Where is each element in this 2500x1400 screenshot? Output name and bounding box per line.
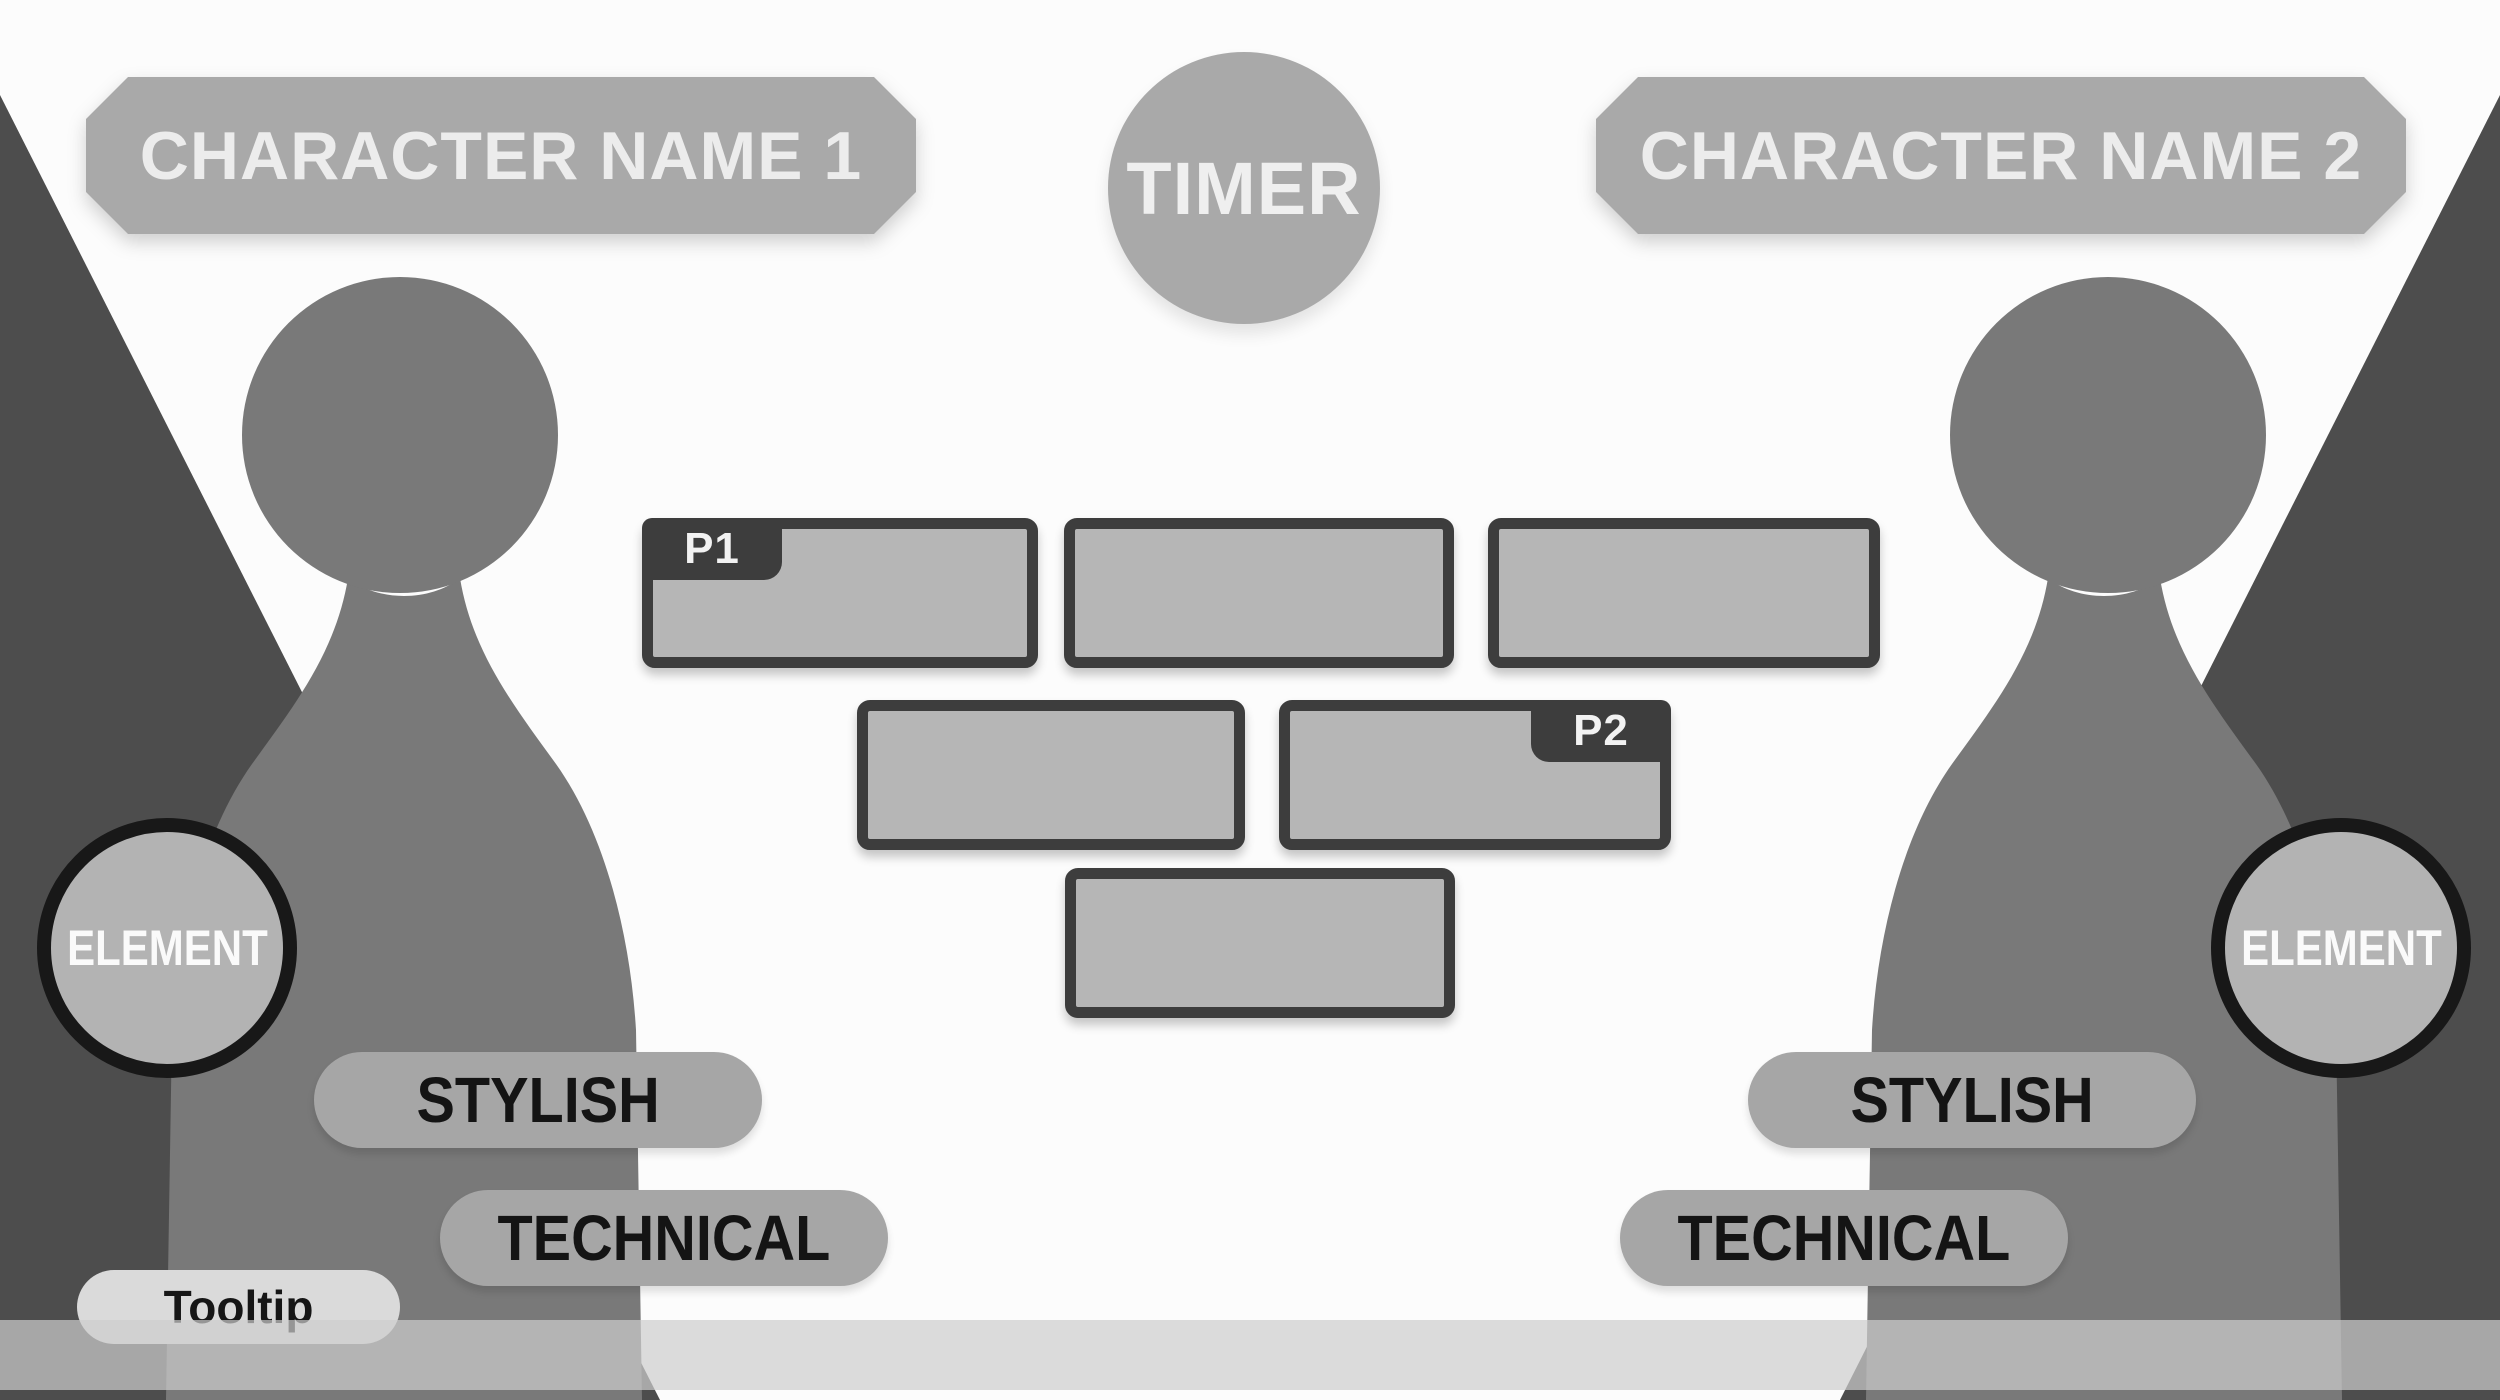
player1-head <box>242 277 558 593</box>
card-slot-1[interactable]: P1 <box>642 518 1038 668</box>
player1-stylish-meter: STYLISH <box>314 1052 762 1148</box>
card-slot-2[interactable] <box>1064 518 1454 668</box>
player1-technical-meter: TECHNICAL <box>440 1190 888 1286</box>
card-slot-4[interactable] <box>857 700 1245 850</box>
bottom-bar <box>0 1320 2500 1390</box>
player1-name-banner-shape: CHARACTER NAME 1 <box>86 77 916 234</box>
player1-element-label: ELEMENT <box>66 920 268 976</box>
player2-stylish-label: STYLISH <box>1850 1064 2094 1136</box>
player1-stylish-label: STYLISH <box>416 1064 660 1136</box>
player2-element-badge: ELEMENT <box>2211 818 2471 1078</box>
player2-name-label: CHARACTER NAME 2 <box>1639 117 2363 194</box>
player1-card-tag-label: P1 <box>684 524 740 573</box>
card-slot-5[interactable]: P2 <box>1279 700 1671 850</box>
player2-stylish-meter: STYLISH <box>1748 1052 2196 1148</box>
card-slot-6[interactable] <box>1065 868 1455 1018</box>
player2-card-tag: P2 <box>1531 700 1671 762</box>
player2-name-banner: CHARACTER NAME 2 <box>1596 77 2406 234</box>
player1-technical-label: TECHNICAL <box>497 1202 831 1274</box>
player2-technical-meter: TECHNICAL <box>1620 1190 2068 1286</box>
player1-card-tag: P1 <box>642 518 782 580</box>
player1-element-badge: ELEMENT <box>37 818 297 1078</box>
player2-card-tag-label: P2 <box>1573 706 1629 755</box>
player1-name-banner: CHARACTER NAME 1 <box>86 77 916 234</box>
timer-label: TIMER <box>1126 146 1362 230</box>
timer-circle: TIMER <box>1108 52 1380 324</box>
player2-name-banner-shape: CHARACTER NAME 2 <box>1596 77 2406 234</box>
player2-head <box>1950 277 2266 593</box>
player2-technical-label: TECHNICAL <box>1677 1202 2011 1274</box>
player2-element-label: ELEMENT <box>2240 920 2442 976</box>
card-slot-3[interactable] <box>1488 518 1880 668</box>
player1-name-label: CHARACTER NAME 1 <box>139 117 863 194</box>
